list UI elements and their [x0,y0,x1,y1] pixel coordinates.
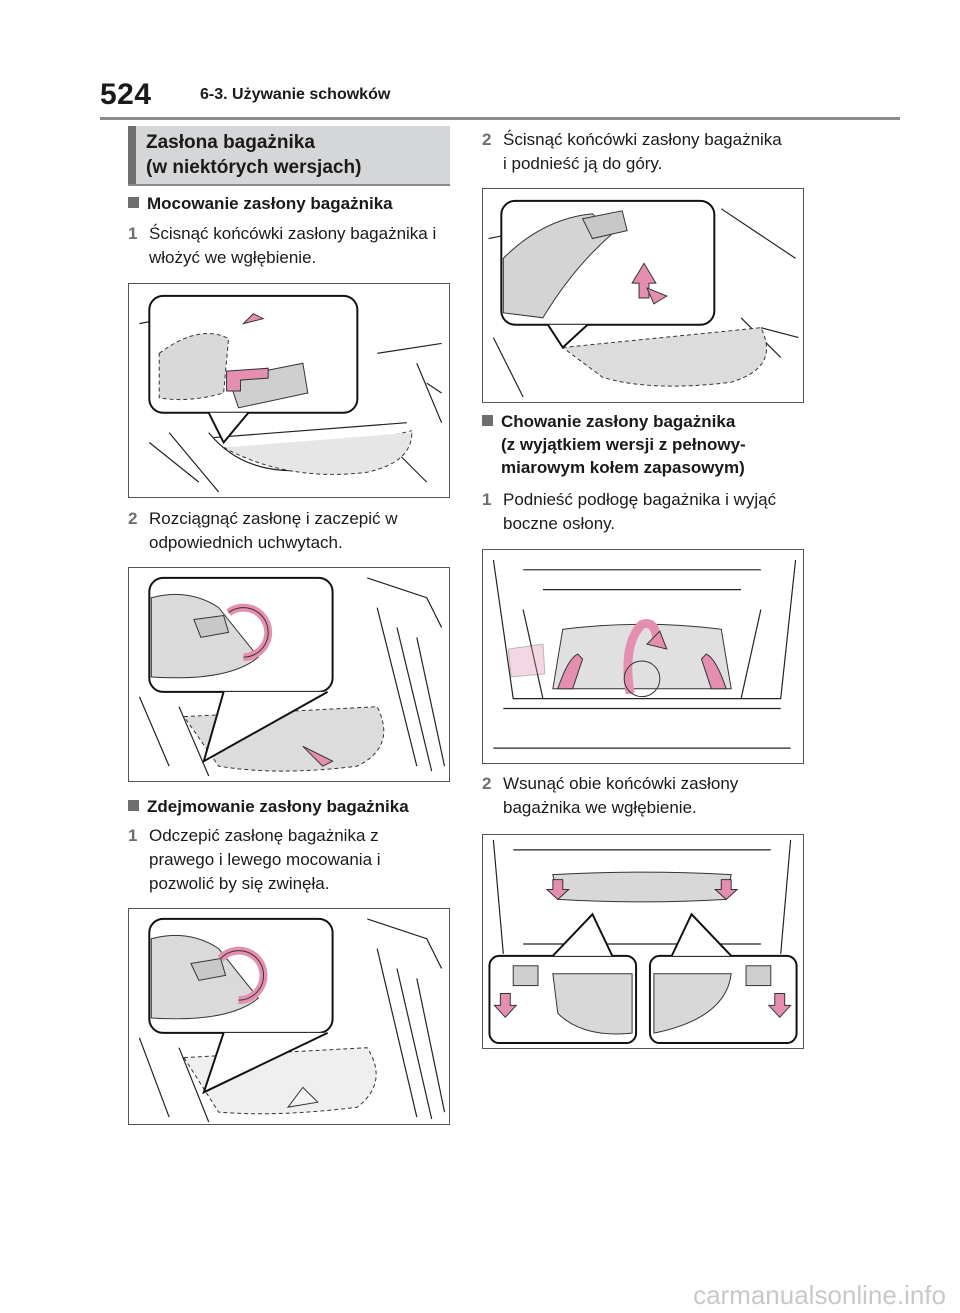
step-mount-1: 1 Ścisnąć końcówki zasłony bagażnika i w… [128,222,448,270]
section-underline [128,184,450,186]
section-title-box: Zasłona bagażnika (w niektórych wersjach… [128,126,450,184]
subheading-storing-line-2: (z wyjątkiem wersji z pełnowy- [501,435,746,454]
step-text: Ścisnąć końcówki zasłony bagażnika i pod… [503,130,782,173]
figure-insert-end-into-recess [128,283,450,498]
figure-unhook-drawing [138,917,446,1123]
step-text: Odczepić zasłonę bagażnika z prawego i l… [149,826,381,893]
step-remove-1: 1 Odczepić zasłonę bagażnika z prawego i… [128,824,448,896]
subheading-mounting-text: Mocowanie zasłony bagażnika [147,194,393,213]
section-title-line-2: (w niektórych wersjach) [146,157,362,178]
watermark: carmanualsonline.info [693,1280,946,1310]
figure-insert-drawing [139,294,443,493]
page-number: 524 [100,78,152,111]
subheading-mounting: Mocowanie zasłony bagażnika [128,192,458,215]
step-mount-2: 2 Rozciągnąć zasłonę i zaczepić w odpowi… [128,507,448,555]
step-number: 1 [128,224,138,243]
header-divider [100,117,900,120]
figure-floor-drawing [492,559,797,749]
step-number: 1 [128,826,138,845]
step-number: 2 [482,774,492,793]
step-store-2: 2 Wsunąć obie końcówki zasłony bagażnika… [482,772,782,820]
section-title-line-1: Zasłona bagażnika [146,132,315,153]
subheading-storing-line-3: miarowym kołem zapasowym) [501,458,745,477]
subheading-removal-text: Zdejmowanie zasłony bagażnika [147,797,409,816]
figure-stretch-drawing [138,576,446,777]
figure-stretch-and-hook [128,567,450,782]
subheading-storing: Chowanie zasłony bagażnika (z wyjątkiem … [482,410,812,479]
subheading-storing-line-1: Chowanie zasłony bagażnika [501,412,736,431]
figure-lift-drawing [488,199,799,398]
step-text: Podnieść podłogę bagażnika i wyjąć boczn… [503,490,777,533]
step-text: Rozciągnąć zasłonę i zaczepić w odpowied… [149,509,398,552]
step-number: 2 [482,130,492,149]
step-text: Wsunąć obie końcówki zasłony bagażnika w… [503,774,739,817]
step-number: 1 [482,490,492,509]
square-bullet-icon [128,800,139,811]
figure-unhook-and-roll [128,908,450,1125]
chapter-title: 6-3. Używanie schowków [200,86,391,103]
step-remove-2: 2 Ścisnąć końcówki zasłony bagażnika i p… [482,128,782,176]
step-number: 2 [128,509,138,528]
step-store-1: 1 Podnieść podłogę bagażnika i wyjąć boc… [482,488,782,536]
figure-slide-ends-into-recess [482,834,804,1049]
square-bullet-icon [482,415,493,426]
subheading-removal: Zdejmowanie zasłony bagażnika [128,795,458,818]
figure-lift-floor [482,549,804,764]
step-text: Ścisnąć końcówki zasłony bagażnika i wło… [149,224,437,267]
figure-squeeze-and-lift [482,188,804,403]
square-bullet-icon [128,197,139,208]
figure-slide-drawing [488,839,798,1045]
